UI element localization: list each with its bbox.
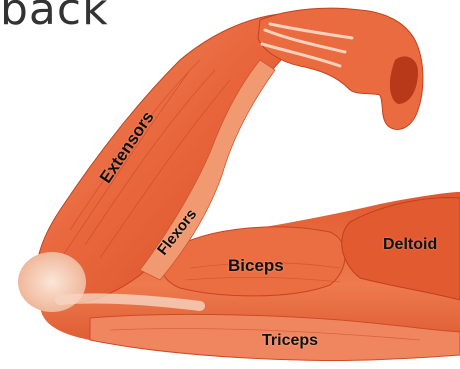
label-triceps: Triceps: [262, 332, 318, 350]
label-deltoid: Deltoid: [383, 236, 437, 254]
label-biceps: Biceps: [228, 256, 284, 276]
